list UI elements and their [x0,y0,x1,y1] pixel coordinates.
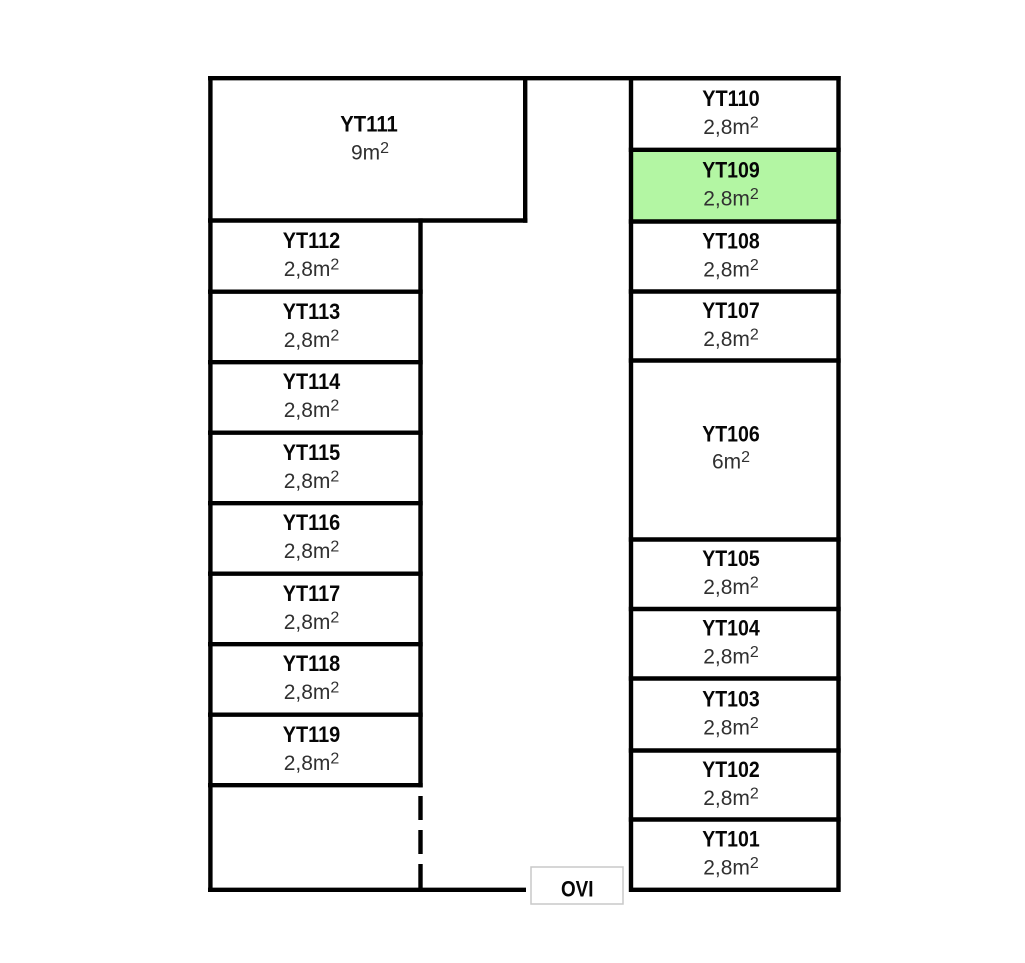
svg-text:6m2: 6m2 [712,449,750,474]
svg-text:2,8m2: 2,8m2 [703,644,759,669]
svg-text:YT112: YT112 [283,228,341,253]
svg-text:YT104: YT104 [702,616,760,641]
svg-text:YT110: YT110 [702,86,760,111]
svg-text:OVI: OVI [561,877,594,902]
svg-text:2,8m2: 2,8m2 [284,468,340,493]
svg-text:2,8m2: 2,8m2 [703,785,759,810]
svg-text:2,8m2: 2,8m2 [284,398,340,423]
svg-text:YT103: YT103 [702,686,760,711]
svg-text:2,8m2: 2,8m2 [284,257,340,282]
svg-text:YT111: YT111 [340,112,398,137]
svg-text:2,8m2: 2,8m2 [703,326,759,351]
svg-text:2,8m2: 2,8m2 [703,257,759,282]
svg-text:2,8m2: 2,8m2 [284,680,340,705]
svg-text:YT117: YT117 [283,581,341,606]
svg-text:2,8m2: 2,8m2 [703,575,759,600]
svg-text:9m2: 9m2 [351,140,389,165]
svg-text:YT105: YT105 [702,546,760,571]
svg-text:YT119: YT119 [283,722,341,747]
svg-text:YT101: YT101 [702,826,760,851]
svg-text:YT106: YT106 [702,421,760,446]
svg-text:2,8m2: 2,8m2 [703,715,759,740]
svg-text:YT118: YT118 [283,651,341,676]
svg-text:2,8m2: 2,8m2 [703,186,759,211]
svg-text:YT109: YT109 [702,158,760,183]
svg-text:YT108: YT108 [702,228,760,253]
svg-text:2,8m2: 2,8m2 [703,855,759,880]
svg-text:2,8m2: 2,8m2 [284,609,340,634]
svg-text:YT116: YT116 [283,510,341,535]
svg-text:YT102: YT102 [702,757,760,782]
svg-text:2,8m2: 2,8m2 [284,539,340,564]
svg-text:2,8m2: 2,8m2 [703,114,759,139]
svg-text:YT115: YT115 [283,440,341,465]
svg-text:YT107: YT107 [702,298,760,323]
svg-text:2,8m2: 2,8m2 [284,750,340,775]
svg-text:2,8m2: 2,8m2 [284,327,340,352]
svg-text:YT113: YT113 [283,299,341,324]
svg-text:YT114: YT114 [283,369,341,394]
